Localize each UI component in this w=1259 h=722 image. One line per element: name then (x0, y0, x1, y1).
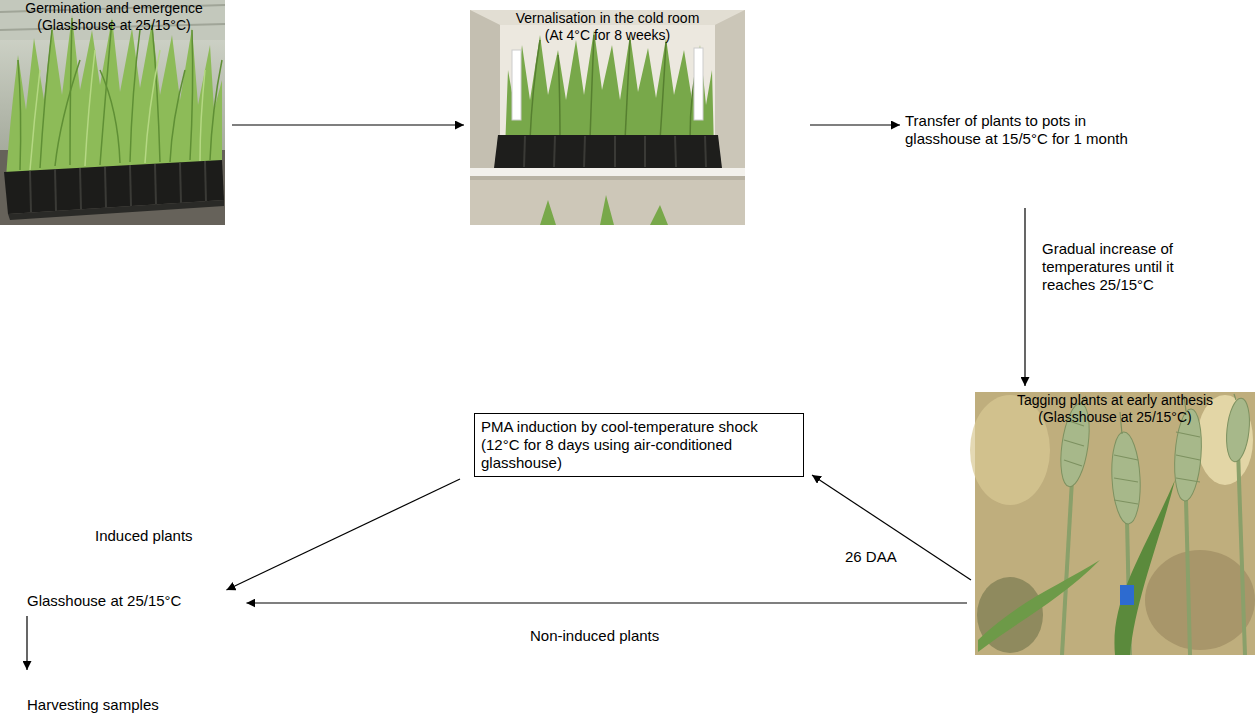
cold-room-photo (505, 30, 714, 150)
cold-room-photo (694, 48, 703, 120)
null (205, 161, 206, 202)
flow-arrow (232, 124, 464, 125)
edge-label: Non-induced plants (530, 627, 659, 645)
step-label: Transfer of plants to pots in glasshouse… (905, 112, 1150, 148)
seedling-tray-photo (6, 15, 222, 178)
null (40, 30, 52, 168)
photo-step: Tagging plants at early anthesis (Glassh… (975, 392, 1255, 426)
edge-label: 26 DAA (845, 548, 897, 566)
wheat-anthesis-photo (978, 560, 1100, 652)
wheat-anthesis-photo (1114, 480, 1175, 655)
null (200, 70, 205, 161)
step-label: Harvesting samples (27, 696, 159, 714)
null (100, 20, 112, 165)
null (1062, 480, 1072, 655)
null (1186, 500, 1190, 655)
null (1114, 455, 1138, 504)
wheat-anthesis-photo (970, 392, 1255, 655)
null (80, 168, 81, 209)
cold-room-photo (470, 10, 745, 225)
null (625, 40, 630, 140)
flow-arrow (26, 616, 27, 670)
null (530, 40, 540, 140)
null (100, 70, 120, 163)
null (705, 136, 706, 167)
null (1110, 431, 1143, 524)
wheat-anthesis-photo (1120, 585, 1134, 605)
null (554, 136, 555, 167)
null (584, 136, 585, 167)
photo-step: Vernalisation in the cold room (At 4°C f… (470, 10, 745, 44)
seedling-tray-photo (8, 200, 224, 220)
cold-room-photo (470, 180, 745, 225)
null (18, 18, 222, 170)
cold-room-photo (494, 135, 722, 168)
null (85, 50, 95, 166)
null (30, 70, 40, 170)
null (1064, 420, 1084, 466)
photo-caption: Tagging plants at early anthesis (Glassh… (990, 392, 1240, 426)
flow-arrow (226, 479, 460, 590)
process-box: PMA induction by cool-temperature shock … (474, 413, 804, 477)
cold-room-photo (512, 50, 521, 120)
flow-arrow (812, 475, 971, 580)
wheat-anthesis-photo (970, 395, 1050, 505)
null (524, 136, 706, 167)
edge-label: Induced plants (95, 527, 193, 545)
null (614, 136, 616, 167)
null (180, 163, 181, 203)
wheat-anthesis-photo (1145, 550, 1255, 650)
step-text: Glasshouse at 25/15°C (27, 592, 181, 610)
null (145, 50, 160, 163)
flow-arrow (1024, 208, 1025, 386)
null (170, 70, 185, 162)
flow-arrow (810, 124, 900, 125)
flow-arrow (246, 602, 967, 603)
null (155, 164, 156, 205)
null (55, 60, 80, 166)
null (1224, 397, 1253, 463)
null (152, 25, 160, 162)
photo-caption: Germination and emergence (Glasshouse at… (0, 0, 228, 34)
step-label: Glasshouse at 25/15°C (27, 592, 181, 610)
step-text: Transfer of plants to pots in glasshouse… (905, 112, 1150, 148)
cold-room-photo (540, 195, 668, 225)
null (210, 60, 222, 160)
seedling-tray-photo (0, 0, 225, 225)
null (105, 167, 106, 208)
cold-room-photo (470, 168, 745, 176)
edge-label: Gradual increase of temperatures until i… (1042, 240, 1197, 294)
null (130, 30, 140, 162)
null (660, 42, 666, 140)
null (190, 30, 193, 160)
step-text: Harvesting samples (27, 696, 159, 714)
null (130, 165, 131, 206)
null (644, 136, 646, 167)
null (1176, 432, 1200, 482)
null (55, 169, 56, 211)
step-label: PMA induction by cool-temperature shock … (481, 418, 785, 472)
null (30, 50, 205, 170)
null (524, 136, 525, 167)
wheat-anthesis-photo (1197, 395, 1253, 485)
cold-room-photo (470, 10, 745, 225)
photo-step: Germination and emergence (Glasshouse at… (0, 0, 228, 34)
cold-room-photo (470, 176, 745, 180)
seedling-tray-photo (0, 0, 225, 225)
null (675, 136, 676, 167)
null (590, 35, 594, 140)
null (30, 171, 31, 212)
null (530, 35, 700, 140)
null (1238, 450, 1245, 655)
photo-caption: Vernalisation in the cold room (At 4°C f… (510, 10, 706, 44)
null (558, 55, 560, 140)
null (1062, 450, 1245, 655)
null (18, 60, 21, 170)
